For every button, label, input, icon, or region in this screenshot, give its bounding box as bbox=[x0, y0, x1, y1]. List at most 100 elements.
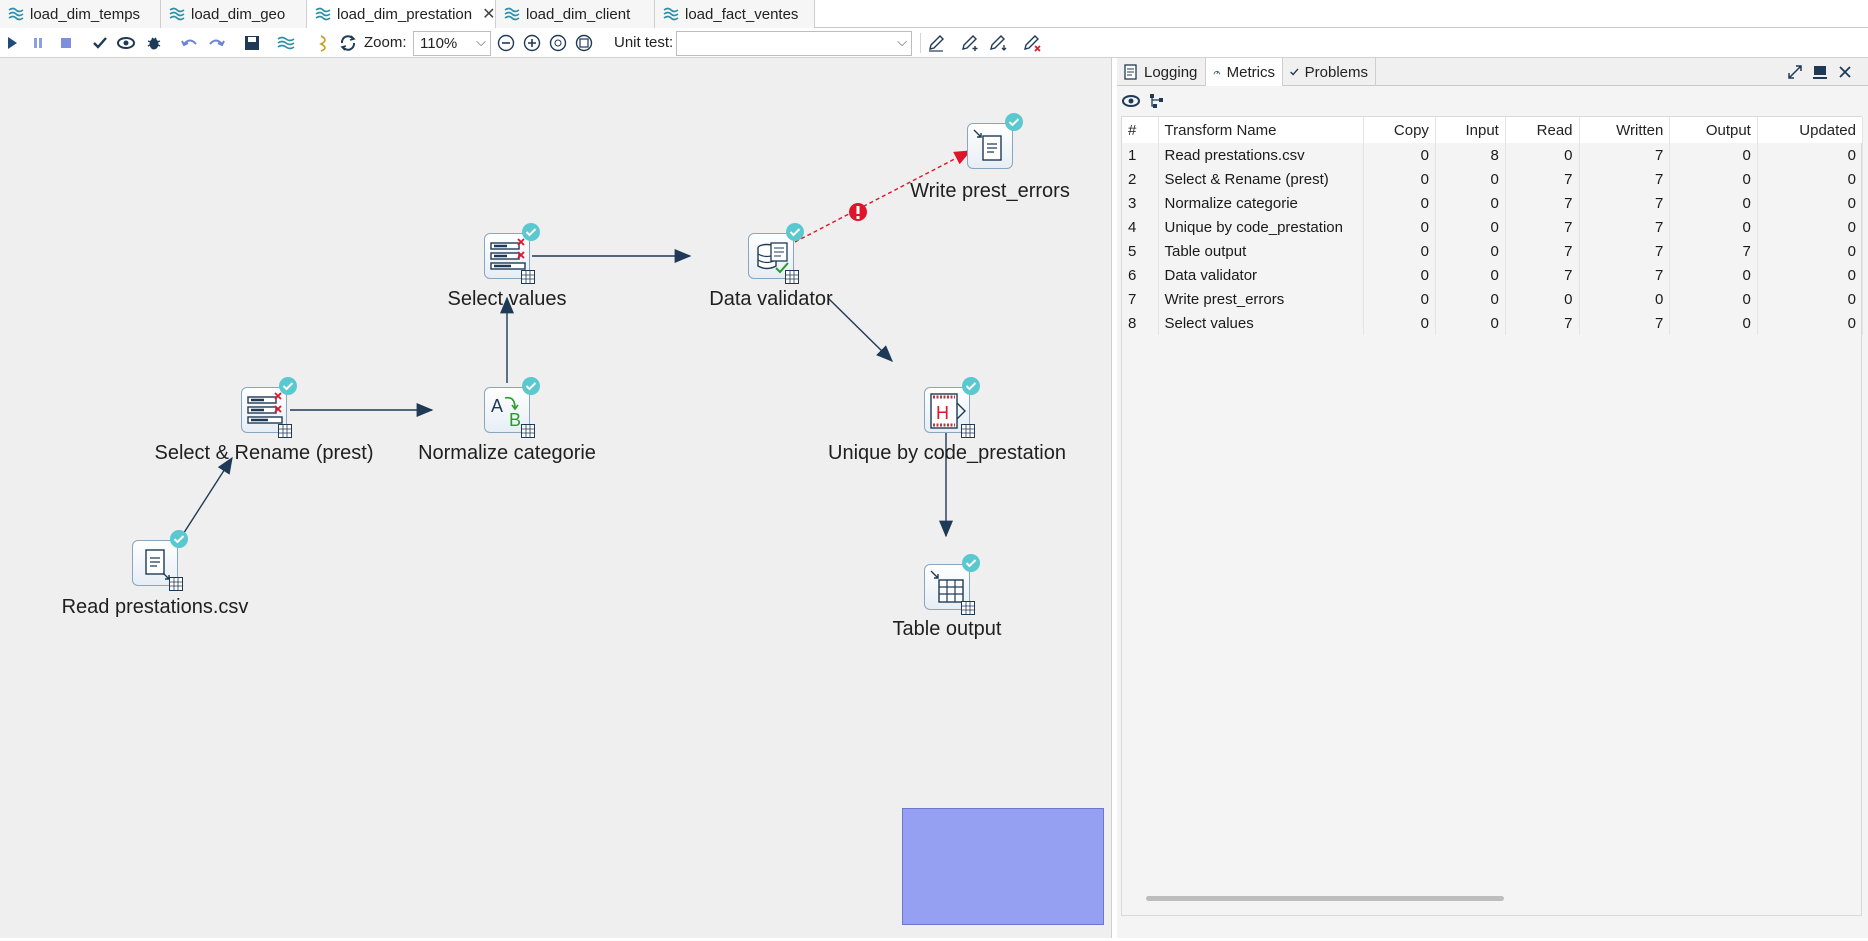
tab-load-dim-geo[interactable]: load_dim_geo bbox=[161, 0, 307, 28]
hops-icon bbox=[319, 35, 326, 52]
column-header-index[interactable]: # bbox=[1122, 117, 1159, 143]
table-row[interactable]: 6 Data validator 0 0 7 7 0 0 bbox=[1122, 263, 1864, 287]
table-row[interactable]: 3 Normalize categorie 0 0 7 7 0 0 bbox=[1122, 191, 1864, 215]
cell-index: 3 bbox=[1122, 191, 1159, 215]
cell-transform-name: Read prestations.csv bbox=[1158, 143, 1364, 167]
stop-button[interactable] bbox=[54, 31, 78, 55]
node-write-prest-errors[interactable] bbox=[967, 113, 1023, 169]
cell-output: 0 bbox=[1669, 167, 1758, 191]
log-icon bbox=[1124, 64, 1137, 80]
node-table-output[interactable] bbox=[924, 554, 980, 615]
align-button[interactable] bbox=[312, 31, 336, 55]
maximize-button[interactable] bbox=[1785, 62, 1805, 82]
cell-read: 7 bbox=[1505, 191, 1580, 215]
cell-copy: 0 bbox=[1363, 167, 1436, 191]
run-button[interactable] bbox=[0, 31, 24, 55]
column-header-input[interactable]: Input bbox=[1435, 117, 1506, 143]
pipeline-icon bbox=[315, 7, 331, 21]
column-header-updated[interactable]: Updated bbox=[1757, 117, 1864, 143]
node-read-prestations[interactable] bbox=[132, 530, 188, 591]
hop-read-to-select-rename[interactable] bbox=[177, 456, 233, 543]
column-header-copy[interactable]: Copy bbox=[1363, 117, 1436, 143]
table-row[interactable]: 1 Read prestations.csv 0 8 0 7 0 0 bbox=[1122, 143, 1864, 167]
cell-input: 0 bbox=[1435, 239, 1506, 263]
canvas-minimap[interactable] bbox=[902, 808, 1104, 925]
pen-download-icon bbox=[990, 35, 1007, 51]
table-row[interactable]: 5 Table output 0 0 7 7 7 0 bbox=[1122, 239, 1864, 263]
tab-load-dim-client[interactable]: load_dim_client bbox=[496, 0, 655, 28]
cell-updated: 0 bbox=[1757, 239, 1864, 263]
tab-problems[interactable]: Problems bbox=[1283, 58, 1376, 86]
column-header-transform-name[interactable]: Transform Name bbox=[1158, 117, 1364, 143]
zoom-select[interactable]: 110% ⌵ bbox=[413, 31, 491, 56]
cell-written: 7 bbox=[1579, 239, 1671, 263]
tab-load-dim-temps[interactable]: load_dim_temps bbox=[0, 0, 161, 28]
node-data-validator[interactable] bbox=[748, 223, 804, 284]
new-unit-test-button[interactable] bbox=[958, 31, 982, 55]
edit-unit-test-button[interactable] bbox=[924, 31, 948, 55]
zoom-out-button[interactable] bbox=[494, 31, 518, 55]
cell-index: 1 bbox=[1122, 143, 1159, 167]
node-label: Unique by code_prestation bbox=[828, 442, 1066, 464]
pause-icon bbox=[34, 38, 42, 48]
execution-results-panel: Logging Metrics Problems bbox=[1117, 58, 1868, 938]
tab-metrics[interactable]: Metrics bbox=[1206, 58, 1283, 86]
save-button[interactable] bbox=[240, 31, 264, 55]
svg-text:B: B bbox=[509, 410, 521, 430]
show-metrics-button[interactable] bbox=[1121, 91, 1141, 111]
column-header-written[interactable]: Written bbox=[1579, 117, 1671, 143]
zoom-reset-icon bbox=[549, 34, 567, 52]
check-button[interactable] bbox=[88, 31, 112, 55]
pipeline-properties-button[interactable] bbox=[274, 31, 298, 55]
preview-button[interactable] bbox=[114, 31, 138, 55]
pen-delete-icon bbox=[1024, 35, 1041, 52]
undo-button[interactable] bbox=[178, 31, 202, 55]
error-badge-icon[interactable] bbox=[849, 203, 867, 221]
node-select-values[interactable] bbox=[484, 223, 540, 284]
unit-test-select[interactable]: ⌵ bbox=[676, 31, 912, 56]
table-row[interactable]: 4 Unique by code_prestation 0 0 7 7 0 0 bbox=[1122, 215, 1864, 239]
hop-validator-to-write-errors[interactable] bbox=[794, 150, 972, 243]
redo-button[interactable] bbox=[204, 31, 228, 55]
cell-input: 0 bbox=[1435, 263, 1506, 287]
close-panel-button[interactable] bbox=[1835, 62, 1855, 82]
node-label: Select & Rename (prest) bbox=[154, 442, 374, 464]
node-unique-code-prestation[interactable]: H bbox=[924, 377, 980, 438]
zoom-fit-button[interactable] bbox=[572, 31, 596, 55]
table-row[interactable]: 2 Select & Rename (prest) 0 0 7 7 0 0 bbox=[1122, 167, 1864, 191]
column-header-output[interactable]: Output bbox=[1669, 117, 1758, 143]
cell-read: 7 bbox=[1505, 239, 1580, 263]
refresh-button[interactable] bbox=[336, 31, 360, 55]
pipeline-canvas[interactable]: Read prestations.csv Select & Rename (pr… bbox=[0, 58, 1112, 938]
cell-index: 2 bbox=[1122, 167, 1159, 191]
pipeline-icon bbox=[8, 7, 24, 21]
cell-written: 0 bbox=[1579, 287, 1671, 311]
tab-load-fact-ventes[interactable]: load_fact_ventes bbox=[655, 0, 815, 28]
close-icon[interactable]: ✕ bbox=[482, 6, 496, 23]
tab-logging[interactable]: Logging bbox=[1117, 58, 1206, 86]
table-row[interactable]: 8 Select values 0 0 7 7 0 0 bbox=[1122, 311, 1864, 335]
debug-button[interactable] bbox=[142, 31, 166, 55]
redo-icon bbox=[209, 39, 225, 47]
zoom-100-button[interactable] bbox=[546, 31, 570, 55]
table-row[interactable]: 7 Write prest_errors 0 0 0 0 0 0 bbox=[1122, 287, 1864, 311]
minimize-panel-button[interactable] bbox=[1810, 62, 1830, 82]
attach-unit-test-button[interactable] bbox=[986, 31, 1010, 55]
pause-button[interactable] bbox=[26, 31, 50, 55]
table-header-row: # Transform Name Copy Input Read Written… bbox=[1122, 117, 1864, 143]
cell-index: 8 bbox=[1122, 311, 1159, 335]
replace-string-icon: AB bbox=[491, 396, 521, 430]
zoom-in-button[interactable] bbox=[520, 31, 544, 55]
column-header-read[interactable]: Read bbox=[1505, 117, 1580, 143]
show-hierarchy-button[interactable] bbox=[1147, 91, 1167, 111]
hop-validator-to-unique[interactable] bbox=[827, 297, 893, 362]
zoom-value: 110% bbox=[420, 35, 458, 52]
tab-load-dim-prestation[interactable]: load_dim_prestation ✕ bbox=[307, 0, 496, 29]
cell-input: 0 bbox=[1435, 311, 1506, 335]
table-output-icon bbox=[930, 570, 964, 603]
delete-unit-test-button[interactable] bbox=[1020, 31, 1044, 55]
node-select-rename[interactable] bbox=[241, 377, 297, 438]
eye-icon bbox=[1122, 95, 1140, 107]
horizontal-scrollbar[interactable] bbox=[1146, 896, 1504, 901]
